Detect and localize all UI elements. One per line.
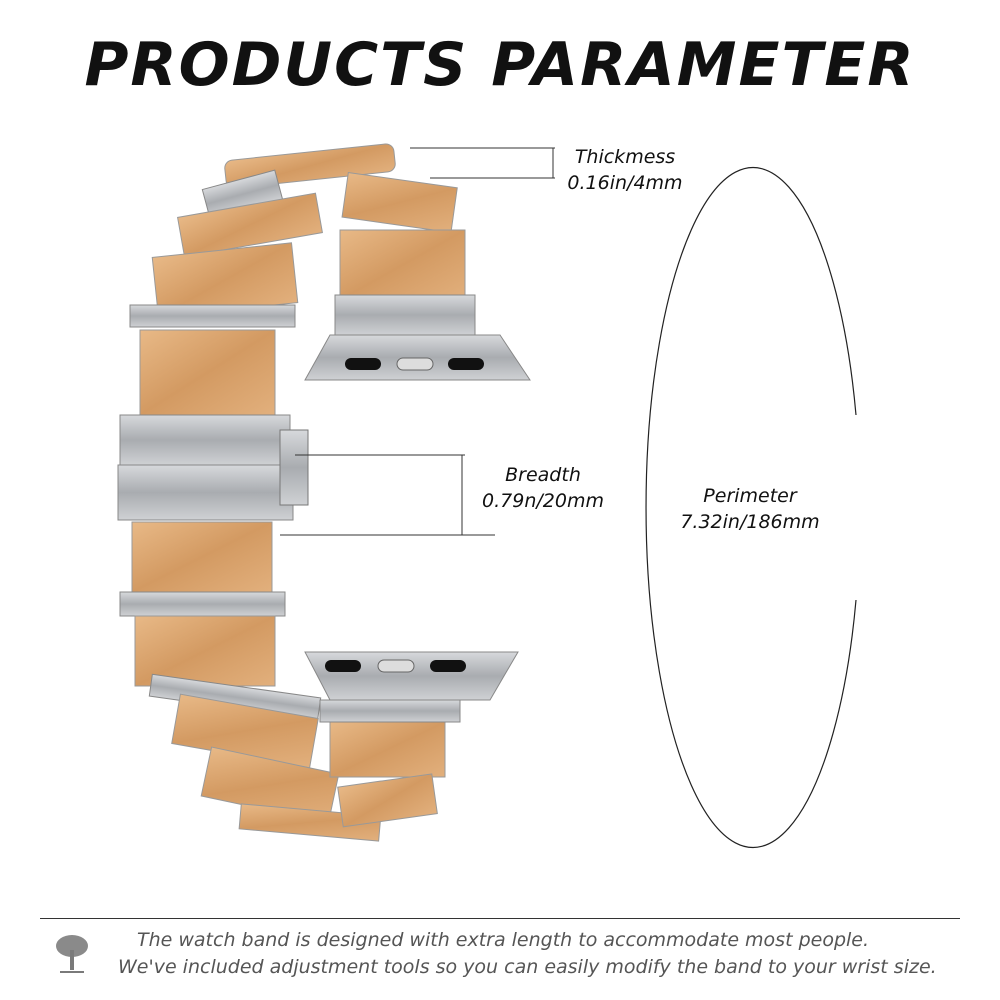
breadth-callout: Breadth 0.79n/20mm (478, 462, 608, 514)
tree-icon (56, 935, 88, 973)
footer-note-line-2: We've included adjustment tools so you c… (118, 956, 937, 978)
thickness-label: Thickmess (574, 146, 676, 168)
butterfly-clasp (117, 414, 309, 521)
breadth-value: 0.79n/20mm (482, 490, 604, 512)
lower-band (119, 521, 519, 842)
breadth-label: Breadth (505, 464, 581, 486)
perimeter-callout: Perimeter 7.32in/186mm (675, 483, 825, 535)
thickness-dimension-lines (410, 147, 555, 179)
breadth-dimension-lines (280, 454, 495, 536)
footer-divider (40, 918, 960, 919)
perimeter-label: Perimeter (703, 485, 797, 507)
perimeter-value: 7.32in/186mm (680, 511, 820, 533)
page-title: PRODUCTS PARAMETER (84, 30, 916, 100)
thickness-value: 0.16in/4mm (567, 172, 683, 194)
thickness-callout: Thickmess 0.16in/4mm (560, 144, 690, 196)
footer-note-line-1: The watch band is designed with extra le… (137, 929, 870, 951)
perimeter-ellipse (645, 166, 857, 849)
upper-band (129, 143, 531, 416)
